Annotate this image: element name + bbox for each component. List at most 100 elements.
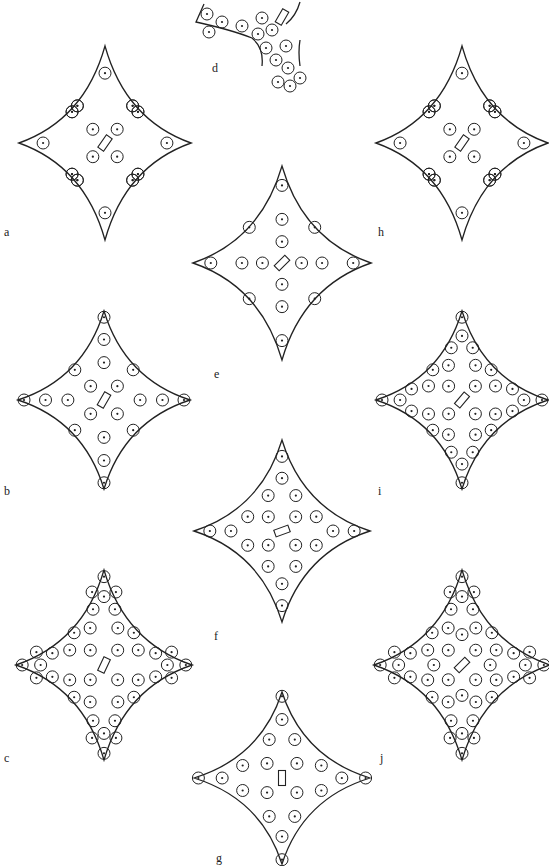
ring-dot-center bbox=[494, 385, 496, 387]
ring-dot-center bbox=[428, 111, 430, 113]
ring-dot bbox=[467, 715, 479, 727]
ring-dot-center bbox=[489, 179, 491, 181]
ring-dot-center bbox=[296, 762, 298, 764]
center-slot bbox=[274, 255, 290, 271]
ring-dot bbox=[127, 100, 139, 112]
ring-dot-center bbox=[265, 47, 267, 49]
ring-dot bbox=[456, 458, 468, 470]
ring-dot bbox=[443, 408, 455, 420]
ring-dot-center bbox=[474, 434, 476, 436]
ring-dot-center bbox=[71, 173, 73, 175]
ring-dot bbox=[68, 627, 80, 639]
ring-dot bbox=[110, 732, 122, 744]
ring-dot-center bbox=[242, 789, 244, 791]
ring-dot bbox=[468, 151, 480, 163]
ring-dot bbox=[442, 696, 454, 708]
ring-dot-center bbox=[433, 179, 435, 181]
ring-dot-center bbox=[511, 410, 513, 412]
figure-letter: d bbox=[212, 62, 218, 74]
ring-dot bbox=[216, 772, 228, 784]
ring-dot-center bbox=[513, 676, 515, 678]
ring-dot-center bbox=[103, 436, 105, 438]
ring-dot-center bbox=[315, 516, 317, 518]
ring-dot-center bbox=[490, 429, 492, 431]
ring-dot-center bbox=[271, 29, 273, 31]
ring-dot-center bbox=[277, 81, 279, 83]
ring-dot bbox=[280, 40, 292, 52]
ring-dot bbox=[150, 671, 162, 683]
ring-dot-center bbox=[448, 385, 450, 387]
ring-dot bbox=[262, 539, 274, 551]
ring-dot-center bbox=[275, 59, 277, 61]
ring-dot-center bbox=[461, 694, 463, 696]
ring-dot bbox=[442, 429, 454, 441]
ring-dot bbox=[98, 571, 110, 583]
ring-dot bbox=[470, 429, 482, 441]
ring-dot-center bbox=[21, 664, 23, 666]
ring-dot-center bbox=[450, 608, 452, 610]
ring-dot bbox=[132, 644, 144, 656]
ring-dot bbox=[444, 123, 456, 135]
ring-dot-center bbox=[489, 105, 491, 107]
ring-dot bbox=[236, 20, 248, 32]
ring-dot bbox=[428, 659, 440, 671]
ring-dot bbox=[289, 810, 301, 822]
ring-dot bbox=[444, 151, 456, 163]
ring-dot bbox=[442, 359, 454, 371]
ring-dot-center bbox=[523, 399, 525, 401]
ring-dot bbox=[315, 760, 327, 772]
ring-dot-center bbox=[92, 608, 94, 610]
ring-dot-center bbox=[241, 25, 243, 27]
ring-dot-center bbox=[117, 679, 119, 681]
ring-dot bbox=[64, 644, 76, 656]
ring-dot-center bbox=[409, 652, 411, 654]
ring-dot bbox=[276, 179, 288, 191]
ring-dot bbox=[470, 359, 482, 371]
ring-dot-center bbox=[132, 429, 134, 431]
ring-dot-center bbox=[433, 105, 435, 107]
ring-dot-center bbox=[266, 791, 268, 793]
ring-dot-center bbox=[287, 67, 289, 69]
ring-dot-center bbox=[241, 262, 243, 264]
ring-dot-center bbox=[116, 128, 118, 130]
ring-dot bbox=[30, 646, 42, 658]
ring-dot bbox=[406, 405, 418, 417]
ring-dot-center bbox=[35, 651, 37, 653]
ring-dot bbox=[486, 691, 498, 703]
ring-dot bbox=[284, 80, 296, 92]
ring-dot-center bbox=[268, 815, 270, 817]
ring-dot-center bbox=[92, 128, 94, 130]
ring-dot-center bbox=[117, 701, 119, 703]
ring-dot-center bbox=[472, 347, 474, 349]
center-slot bbox=[455, 135, 469, 151]
ring-dot bbox=[166, 646, 178, 658]
star-outline bbox=[374, 570, 549, 760]
ring-dot-center bbox=[247, 544, 249, 546]
ring-dot-center bbox=[472, 720, 474, 722]
ring-dot-center bbox=[267, 516, 269, 518]
ring-dot bbox=[276, 830, 288, 842]
ring-dot-center bbox=[221, 777, 223, 779]
ring-dot bbox=[404, 647, 416, 659]
ring-dot-center bbox=[281, 340, 283, 342]
ring-dot bbox=[216, 16, 228, 28]
ring-dot-center bbox=[267, 494, 269, 496]
ring-dot-center bbox=[428, 173, 430, 175]
ring-dot bbox=[484, 659, 496, 671]
ring-dot-center bbox=[44, 399, 46, 401]
ring-dot bbox=[423, 106, 435, 118]
ring-dot bbox=[485, 364, 497, 376]
ring-dot bbox=[310, 511, 322, 523]
ring-dot bbox=[422, 644, 434, 656]
ring-dot bbox=[242, 539, 254, 551]
ring-dot bbox=[109, 715, 121, 727]
ring-dot-center bbox=[137, 649, 139, 651]
ring-dot-center bbox=[117, 627, 119, 629]
ring-dot-center bbox=[410, 410, 412, 412]
ring-dot-center bbox=[103, 596, 105, 598]
ring-dot bbox=[456, 571, 468, 583]
ring-dot bbox=[86, 586, 98, 598]
ring-dot bbox=[406, 383, 418, 395]
ring-dot bbox=[205, 257, 217, 269]
ring-dot bbox=[276, 472, 288, 484]
